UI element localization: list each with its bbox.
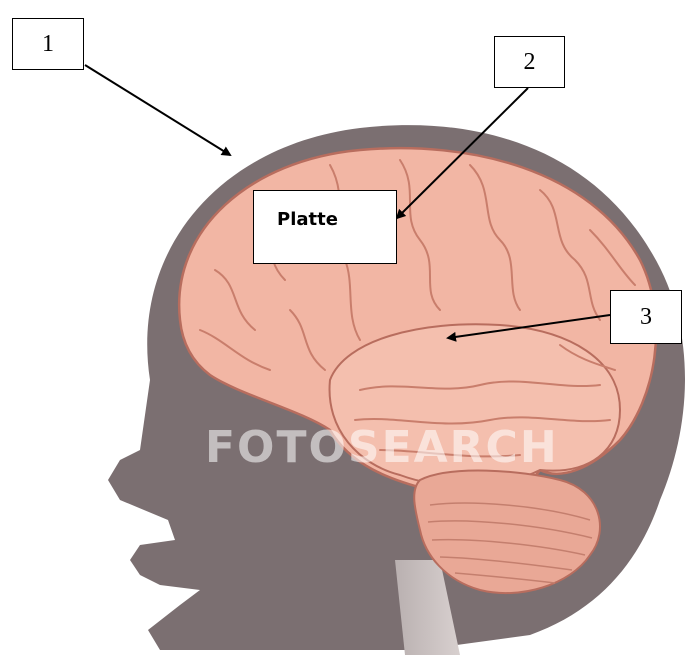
label-box-1: 1 — [12, 18, 84, 70]
label-1-text: 1 — [42, 31, 54, 58]
label-box-3: 3 — [610, 290, 682, 344]
label-3-text: 3 — [640, 304, 652, 331]
label-box-2: 2 — [494, 36, 565, 88]
label-box-platte: Platte — [253, 190, 397, 264]
watermark-text: FOTOSEARCH — [205, 422, 559, 473]
platte-label-text: Platte — [277, 209, 338, 230]
arrow-1 — [85, 65, 230, 155]
label-2-text: 2 — [524, 49, 536, 76]
